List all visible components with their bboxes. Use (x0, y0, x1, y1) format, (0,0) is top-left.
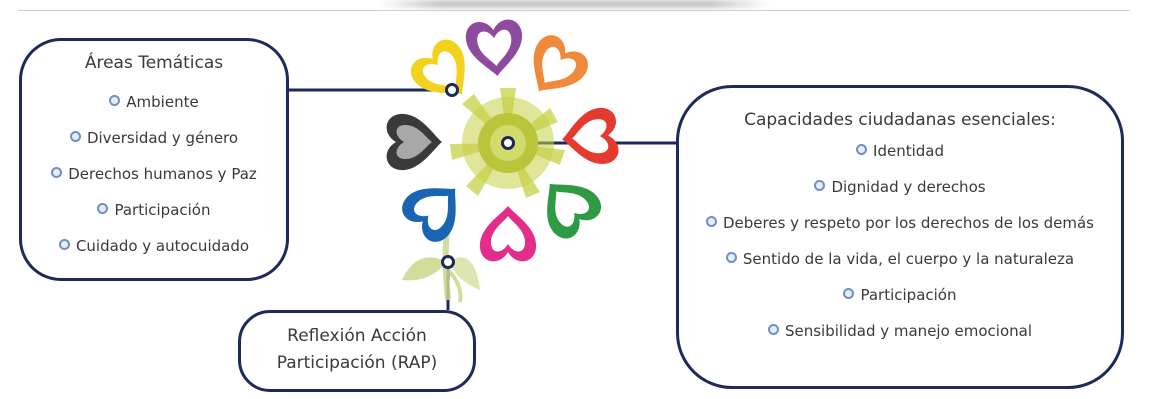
list-item: Diversidad y género (22, 129, 286, 165)
list-item: Participación (679, 286, 1121, 322)
list-item-label: Diversidad y género (86, 129, 239, 147)
list-item-label: Participación (860, 286, 957, 304)
rap-title-line1: Reflexión Acción (287, 326, 427, 346)
list-item: Ambiente (22, 93, 286, 129)
circle-bullet-icon (814, 180, 826, 191)
circle-bullet-icon (843, 288, 855, 299)
list-item: Deberes y respeto por los derechos de lo… (679, 214, 1121, 250)
capacidades-list: Identidad Dignidad y derechos Deberes y … (679, 142, 1121, 358)
circle-bullet-icon (97, 203, 109, 214)
capacidades-title: Capacidades ciudadanas esenciales: (744, 110, 1056, 130)
heart-flower-icon (386, 19, 619, 262)
list-item-label: Cuidado y autocuidado (75, 237, 250, 255)
list-item-label: Derechos humanos y Paz (68, 165, 257, 183)
rap-title-line2: Participación (RAP) (276, 353, 438, 373)
circle-bullet-icon (51, 167, 63, 178)
list-item: Sensibilidad y manejo emocional (679, 322, 1121, 358)
areas-tematicas-list: Ambiente Diversidad y género Derechos hu… (22, 93, 286, 273)
areas-tematicas-title: Áreas Temáticas (84, 53, 224, 73)
list-item: Sentido de la vida, el cuerpo y la natur… (679, 250, 1121, 286)
circle-bullet-icon (767, 324, 779, 335)
list-item: Identidad (679, 142, 1121, 178)
list-item-label: Ambiente (126, 93, 199, 111)
connector-node-bottom (441, 255, 455, 269)
list-item-label: Sentido de la vida, el cuerpo y la natur… (742, 250, 1075, 268)
capacidades-box: Capacidades ciudadanas esenciales: Ident… (676, 85, 1124, 389)
circle-bullet-icon (706, 216, 717, 227)
list-item: Dignidad y derechos (679, 178, 1121, 214)
areas-tematicas-box: Áreas Temáticas Ambiente Diversidad y gé… (19, 38, 289, 281)
header-divider (18, 10, 1130, 11)
list-item: Cuidado y autocuidado (22, 237, 286, 273)
circle-bullet-icon (725, 252, 737, 263)
list-item-label: Sensibilidad y manejo emocional (784, 322, 1033, 340)
list-item-label: Deberes y respeto por los derechos de lo… (723, 214, 1094, 232)
list-item: Derechos humanos y Paz (22, 165, 286, 201)
header-title-blurred (380, 0, 770, 8)
connector-node-center (501, 136, 515, 150)
circle-bullet-icon (69, 131, 81, 142)
rap-box: Reflexión Acción Participación (RAP) (238, 310, 476, 392)
list-item-label: Dignidad y derechos (831, 178, 986, 196)
connector-node-left (445, 83, 459, 97)
circle-bullet-icon (58, 239, 70, 250)
circle-bullet-icon (109, 95, 121, 106)
list-item-label: Participación (114, 201, 211, 219)
circle-bullet-icon (856, 144, 868, 155)
list-item: Participación (22, 201, 286, 237)
list-item-label: Identidad (873, 142, 944, 160)
rap-title: Reflexión Acción Participación (RAP) (241, 323, 473, 377)
